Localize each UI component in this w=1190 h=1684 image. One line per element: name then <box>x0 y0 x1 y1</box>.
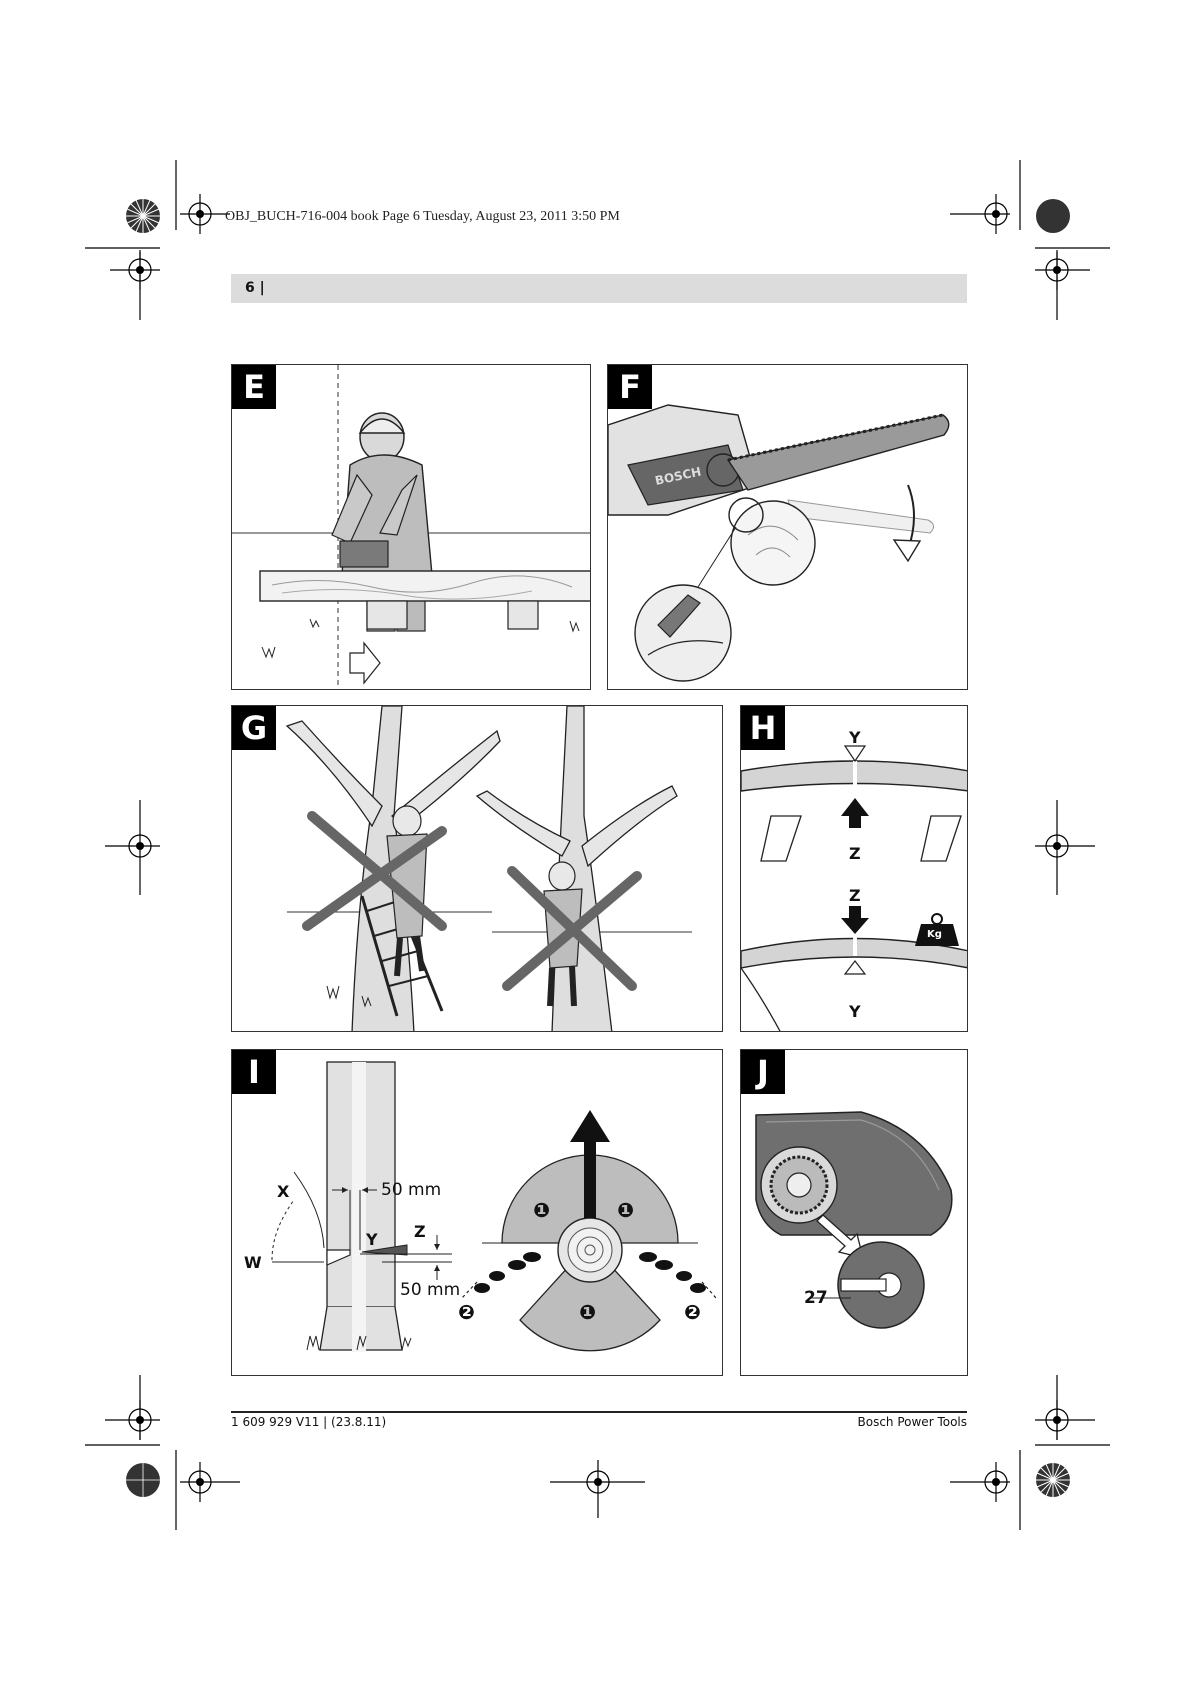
zone-2-left: ❷ <box>458 1300 475 1324</box>
label-x: X <box>277 1182 290 1201</box>
panel-f-letter: F <box>608 365 652 409</box>
panel-i-letter: I <box>232 1050 276 1094</box>
panel-j: J 27 <box>740 1049 968 1376</box>
footer-doc-id: 1 609 929 V11 | (23.8.11) <box>231 1415 387 1429</box>
zone-1-right: ❶ <box>617 1198 634 1222</box>
label-y-top: Y <box>849 728 861 747</box>
label-z-bottom: Z <box>849 886 861 905</box>
zone-2-right: ❷ <box>684 1300 701 1324</box>
panel-e: E <box>231 364 591 690</box>
print-info: OBJ_BUCH-716-004 book Page 6 Tuesday, Au… <box>225 209 620 224</box>
panel-i: I <box>231 1049 723 1376</box>
header-bar <box>231 274 967 303</box>
footer-brand: Bosch Power Tools <box>857 1415 968 1429</box>
label-w: W <box>244 1253 262 1272</box>
panel-e-letter: E <box>232 365 276 409</box>
panel-i-illustration <box>271 1061 717 1352</box>
callout-27: 27 <box>804 1288 828 1308</box>
footer-rule <box>231 1411 967 1413</box>
panel-g-letter: G <box>232 706 276 750</box>
panel-j-illustration <box>755 1111 953 1329</box>
label-y-bottom: Y <box>849 1002 861 1021</box>
panel-e-illustration <box>232 365 590 689</box>
panel-g-illustration <box>285 706 692 1031</box>
panel-g: G <box>231 705 723 1032</box>
zone-1-bottom: ❶ <box>579 1300 596 1324</box>
panel-h-letter: H <box>741 706 785 750</box>
label-y: Y <box>366 1230 378 1249</box>
dim-top: 50 mm <box>381 1180 442 1200</box>
label-z-top: Z <box>849 844 861 863</box>
weight-label: Kg <box>927 929 942 940</box>
page-number: 6 | <box>245 280 265 296</box>
panel-f: F BOSCH <box>607 364 968 690</box>
panel-h-illustration <box>741 745 967 1031</box>
label-z: Z <box>414 1222 426 1241</box>
zone-1-left: ❶ <box>533 1198 550 1222</box>
dim-bottom: 50 mm <box>400 1280 461 1300</box>
panel-f-illustration: BOSCH <box>608 404 950 682</box>
panel-j-letter: J <box>741 1050 785 1094</box>
panel-h: H Y Z Z Y Kg <box>740 705 968 1032</box>
